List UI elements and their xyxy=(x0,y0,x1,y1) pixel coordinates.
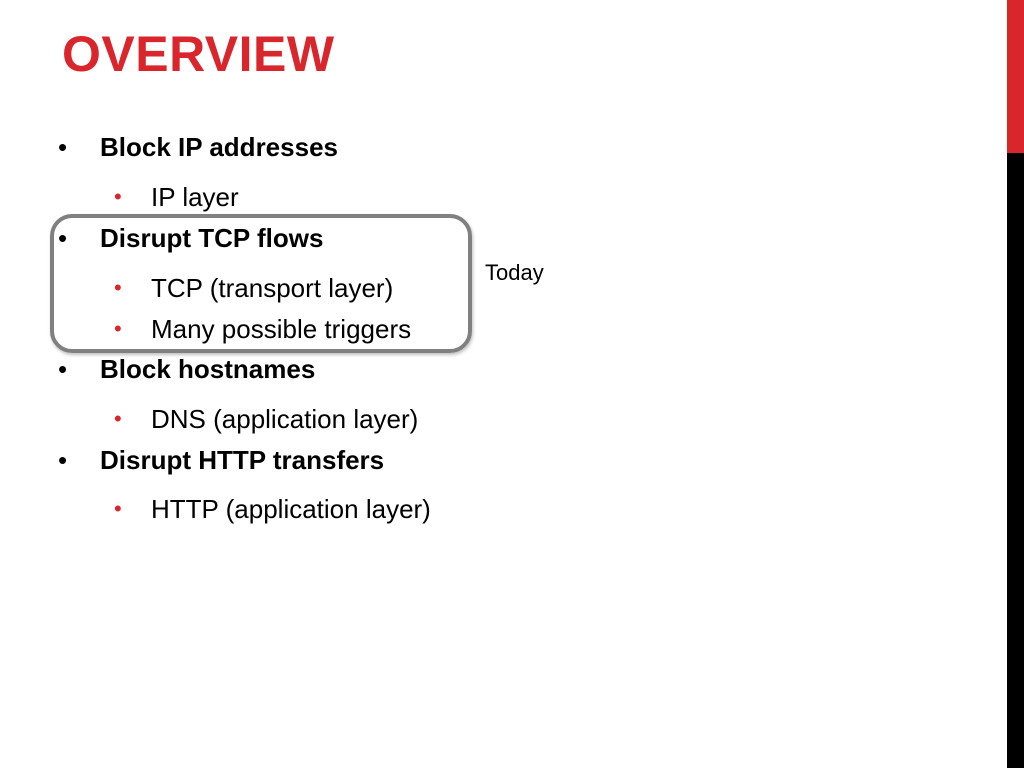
list-item-block-ip: • Block IP addresses xyxy=(58,132,338,162)
list-item-label: Disrupt TCP flows xyxy=(100,223,324,253)
bullet-icon: • xyxy=(58,132,68,162)
bullet-icon: • xyxy=(114,275,122,300)
sub-item-tcp-transport: • TCP (transport layer) xyxy=(114,273,394,303)
list-item-label: Block IP addresses xyxy=(100,132,338,162)
slide-title: OVERVIEW xyxy=(62,26,335,82)
sub-item-dns: • DNS (application layer) xyxy=(114,404,419,434)
side-bar xyxy=(1007,0,1024,768)
bullet-icon: • xyxy=(114,406,122,431)
highlight-box xyxy=(50,214,472,353)
bullet-list: • Block IP addresses • IP layer • Disrup… xyxy=(58,132,431,524)
sub-item-label: TCP (transport layer) xyxy=(151,273,394,303)
sub-item-label: DNS (application layer) xyxy=(151,404,419,434)
bullet-icon: • xyxy=(58,354,68,384)
sub-item-http: • HTTP (application layer) xyxy=(114,494,431,524)
bullet-icon: • xyxy=(58,223,68,253)
list-item-disrupt-http: • Disrupt HTTP transfers xyxy=(58,445,385,475)
list-item-label: Disrupt HTTP transfers xyxy=(100,445,385,475)
sub-item-label: Many possible triggers xyxy=(151,314,412,344)
list-item-disrupt-tcp: • Disrupt TCP flows xyxy=(58,223,324,253)
today-callout: Today xyxy=(485,260,544,285)
bullet-icon: • xyxy=(114,496,122,521)
sub-item-many-triggers: • Many possible triggers xyxy=(114,314,412,344)
sub-item-label: IP layer xyxy=(151,182,239,212)
sub-item-ip-layer: • IP layer xyxy=(114,182,239,212)
list-item-label: Block hostnames xyxy=(100,354,316,384)
bullet-icon: • xyxy=(114,316,122,341)
sub-item-label: HTTP (application layer) xyxy=(151,494,431,524)
list-item-block-hostnames: • Block hostnames xyxy=(58,354,316,384)
bullet-icon: • xyxy=(114,184,122,209)
bullet-icon: • xyxy=(58,445,68,475)
side-bar-accent xyxy=(1007,0,1024,153)
